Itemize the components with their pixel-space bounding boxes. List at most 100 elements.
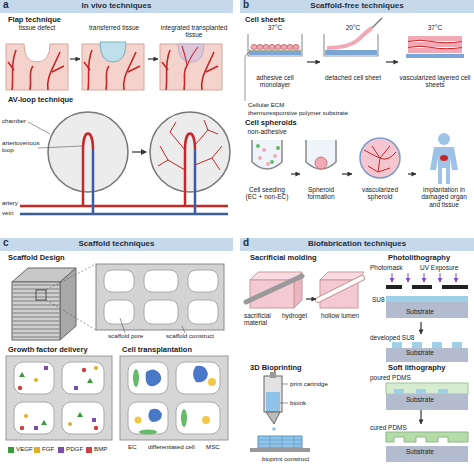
panel-header-band: dBiofabrication techniques xyxy=(240,238,474,251)
cell-sheet-illustration-part-part xyxy=(287,45,293,50)
process-arrow xyxy=(148,58,158,59)
photolithography-illustration-part xyxy=(386,302,468,318)
photolithography-illustration-part-part xyxy=(452,342,462,348)
section-heading: AV-loop technique xyxy=(8,96,73,104)
av-loop-illustration-part-part xyxy=(28,122,50,134)
av-loop-illustration-part-part xyxy=(170,132,185,150)
cell-sheet-stage: 37°Cadhesive cell monolayer xyxy=(243,24,307,100)
bioprinter-illustration-part xyxy=(250,448,310,452)
photolithography-illustration-part-part xyxy=(440,273,441,282)
av-loop-illustration-part xyxy=(20,205,228,208)
photolithography-illustration-part xyxy=(392,342,462,348)
scaffold-illustration-part-part xyxy=(188,300,218,324)
av-loop-illustration-part-part xyxy=(212,158,220,170)
growth-factor-illustration-part-part xyxy=(34,426,38,430)
photolithography-illustration-part-part xyxy=(424,273,425,282)
spheroid-stage: vascularized spheroid xyxy=(352,128,408,220)
cell-sheet-illustration-part-part xyxy=(269,45,275,50)
photolithography-illustration-part xyxy=(386,348,468,362)
section-heading: 3D Bioprinting xyxy=(250,364,302,372)
panel-title: Scaffold techniques xyxy=(0,240,233,249)
stage-label: vascularized spheroid xyxy=(352,186,408,201)
cell-transplant-illustration-part-part xyxy=(128,402,168,434)
growth-factor-illustration-part-part xyxy=(18,386,22,390)
molding-stage: hollow lumen xyxy=(316,264,364,334)
growth-factor-illustration-part-part xyxy=(77,412,83,417)
molding-stage: sacrificial materialhydrogel xyxy=(244,264,306,334)
bioprinter-illustration-part xyxy=(280,384,288,403)
part-label: artery xyxy=(2,200,18,207)
stage-label: SU8 xyxy=(372,296,385,303)
part-label: chamber xyxy=(2,118,26,125)
flap-illustration-part-part xyxy=(187,47,198,66)
bioprinter-illustration-part xyxy=(266,412,280,424)
section-heading: Flap technique xyxy=(8,16,61,24)
cell-transplant-illustration-part xyxy=(120,356,228,440)
part-label: scaffold construct xyxy=(166,333,214,340)
process-arrow xyxy=(307,61,320,62)
spheroid-illustration-part-part xyxy=(368,166,390,172)
panel-letter: c xyxy=(3,237,9,248)
growth-factor-illustration-part-part xyxy=(34,378,38,382)
stage-label: transferred tissue xyxy=(80,24,148,31)
cell-transplant-illustration-part-part xyxy=(176,402,220,434)
bioprinter-illustration-part xyxy=(270,372,276,378)
cell-transplant-illustration-part-part xyxy=(128,362,168,394)
soft-lithography-illustration-part-part xyxy=(438,389,448,394)
cell-sheet-illustration-part-part xyxy=(281,45,287,50)
av-loop-illustration-part xyxy=(48,112,128,192)
scaffold-illustration-part xyxy=(36,290,46,300)
lithography-step: PhotomaskUV ExposureSU8Substrate xyxy=(370,264,472,322)
spheroid-illustration-part-part xyxy=(378,158,380,172)
scaffold-illustration-part-part xyxy=(104,270,134,292)
av-loop-illustration-part-part xyxy=(208,130,218,134)
growth-factor-illustration-part-part xyxy=(94,426,98,430)
flap-illustration-part-part xyxy=(162,62,168,70)
flap-illustration-part-part xyxy=(84,62,90,70)
part-label: bioink xyxy=(290,400,306,407)
bioprinter-illustration-part xyxy=(258,436,302,448)
spheroid-illustration-part xyxy=(438,133,450,145)
stage-label: hollow lumen xyxy=(316,312,364,319)
cell-transplant-illustration-part-part xyxy=(148,409,162,422)
process-arrow xyxy=(70,58,80,59)
spheroid-illustration-part xyxy=(256,144,280,164)
growth-factor-illustration-part-part xyxy=(19,372,25,377)
cell-sheet-illustration-part xyxy=(248,34,302,56)
legend-swatch xyxy=(86,447,92,453)
bioprinter-illustration-part-part xyxy=(280,403,288,404)
photolithography-illustration-part-part xyxy=(392,273,393,282)
part-label: vein xyxy=(2,210,13,217)
growth-factor-illustration-part xyxy=(24,366,98,426)
flap-illustration-part xyxy=(160,44,222,90)
av-loop-illustration-part xyxy=(194,150,197,214)
photolithography-illustration-part-part xyxy=(412,285,432,289)
section-heading: Sacrificial molding xyxy=(250,254,317,262)
photolithography-illustration-part xyxy=(386,285,468,289)
process-arrow xyxy=(408,173,416,174)
bioprinter-illustration-part-part xyxy=(258,444,302,445)
av-loop-illustration-part xyxy=(20,213,228,216)
av-loop-illustration-part xyxy=(92,150,95,214)
stage-label: Spheroid formation xyxy=(300,186,342,201)
spheroid-illustration-part-part xyxy=(270,160,274,164)
soft-lithography-illustration-part-part xyxy=(416,389,426,394)
bioprinter-illustration-part xyxy=(266,392,280,411)
spheroid-stage: Spheroid formation xyxy=(300,128,342,220)
bioprinter-illustration-part-part xyxy=(282,436,283,448)
legend-text: FGF xyxy=(42,446,54,453)
spheroid-illustration-part-part xyxy=(273,154,277,158)
spheroid-illustration-part xyxy=(306,140,336,169)
bioprinter-illustration-part-part xyxy=(270,436,271,448)
spheroid-illustration-part-part xyxy=(266,162,270,166)
photolithography-illustration xyxy=(386,273,468,362)
process-arrow xyxy=(342,173,352,174)
part-label: Cellular ECM xyxy=(248,102,284,109)
cell-transplant-illustration-part xyxy=(128,362,220,434)
stage-label: vascularized layered cell sheets xyxy=(398,74,472,89)
scaffold-illustration-part-part xyxy=(144,300,178,324)
section-heading: Scaffold Design xyxy=(8,254,65,262)
bioprinter-illustration-part xyxy=(264,376,282,412)
stage-label: 37°C xyxy=(398,24,472,31)
